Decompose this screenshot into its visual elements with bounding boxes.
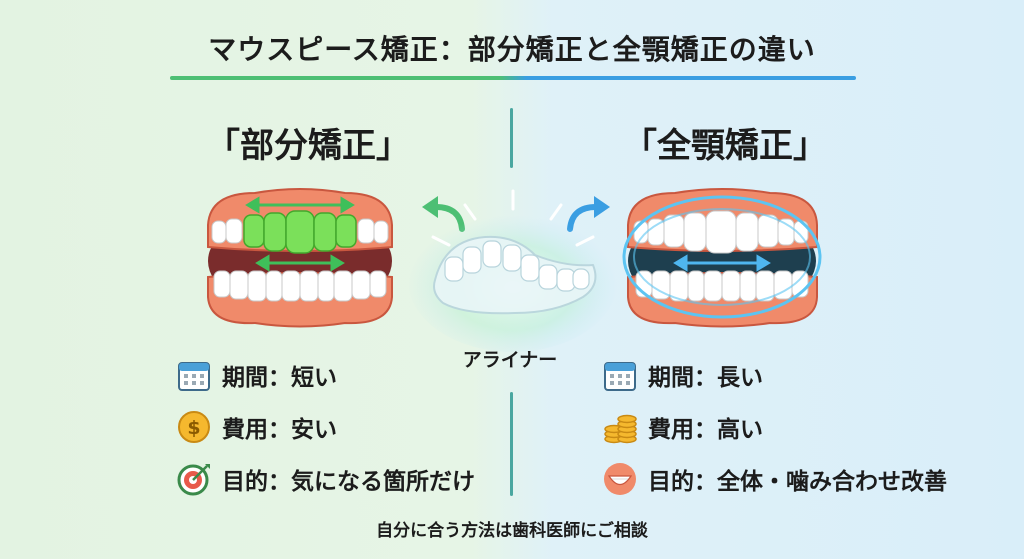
list-item: 期間：長い (602, 352, 947, 398)
title-underline (170, 76, 856, 80)
svg-text:$: $ (187, 417, 200, 439)
partial-cost-text: 費用：安い (222, 417, 337, 443)
list-item: 費用：高い (602, 404, 947, 450)
full-heading: 「全顎矯正」 (623, 126, 827, 166)
calendar-icon (178, 362, 210, 391)
partial-period-text: 期間：短い (222, 365, 337, 391)
partial-mouth-illustration (207, 188, 393, 328)
coin-stack-icon (604, 414, 637, 444)
footer-note: 自分に合う方法は歯科医師にご相談 (376, 521, 648, 541)
list-item: 期間：短い (176, 352, 475, 398)
full-purpose-text: 目的：全体・噛み合わせ改善 (648, 469, 947, 495)
smile-icon (604, 463, 636, 495)
full-period-text: 期間：長い (648, 365, 763, 391)
partial-feature-list: 期間：短い $ 費用：安い 目的：気になる箇所だけ (176, 352, 475, 508)
list-item: 目的：全体・噛み合わせ改善 (602, 456, 947, 502)
center-divider-bottom (510, 392, 513, 496)
aligner-label: アライナー (462, 349, 558, 371)
full-mouth-illustration (622, 188, 822, 328)
full-cost-text: 費用：高い (648, 417, 763, 443)
partial-heading: 「部分矯正」 (206, 126, 410, 166)
page-title: マウスピース矯正：部分矯正と全顎矯正の違い (208, 33, 816, 66)
aligner-illustration (408, 189, 618, 352)
calendar-icon (604, 362, 636, 391)
list-item: 目的：気になる箇所だけ (176, 456, 475, 502)
center-divider-top (510, 108, 513, 168)
partial-purpose-text: 目的：気になる箇所だけ (222, 469, 475, 495)
target-icon (177, 464, 210, 496)
dollar-coin-icon: $ (178, 411, 210, 443)
list-item: $ 費用：安い (176, 404, 475, 450)
full-feature-list: 期間：長い 費用：高い 目的：全体・噛み合わせ改善 (602, 352, 947, 508)
